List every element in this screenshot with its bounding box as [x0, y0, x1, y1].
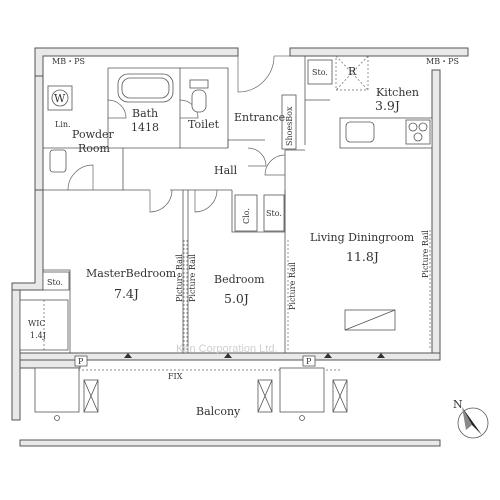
north-arrow: [457, 407, 489, 439]
closet-label: Clo.: [242, 208, 251, 224]
interior-walls: [43, 56, 330, 353]
shoes-box: [281, 94, 297, 150]
kitchen-storage-label: Sto.: [312, 68, 328, 77]
master-storage-label: Sto.: [47, 278, 63, 287]
picture-rail-label-3: Picture Rail: [288, 262, 297, 310]
p-label-left: P: [78, 357, 84, 366]
master-storage: [42, 271, 70, 291]
master-bedroom-label: MasterBedroom: [86, 267, 177, 280]
sink: [345, 121, 375, 143]
living-label: Living Diningroom: [310, 231, 415, 244]
shoes-box-label: ShoesBox: [285, 106, 294, 146]
bedroom-size-label: 5.0J: [224, 291, 249, 306]
picture-rail-label-2: Picture Rail: [188, 254, 197, 302]
hall-label: Hall: [214, 164, 238, 177]
outdoor-unit-right: [279, 367, 325, 413]
bedroom-label: Bedroom: [214, 273, 265, 286]
picture-rail-label-4: Picture Rail: [421, 230, 430, 278]
wic-label: WIC: [28, 319, 46, 328]
picture-rail-label-1: Picture Rail: [175, 254, 184, 302]
toilet-label: Toilet: [188, 118, 220, 131]
outdoor-unit-left: [34, 367, 80, 413]
bath-label: Bath: [132, 107, 158, 120]
hall-storage-label: Sto.: [266, 209, 282, 218]
mbps-left-label: MB・PS: [52, 57, 85, 66]
wic-size-label: 1.4J: [30, 331, 46, 340]
kitchen-size-label: 3.9J: [375, 98, 400, 113]
refrigerator-space: [335, 55, 369, 91]
kitchen-label: Kitchen: [376, 86, 419, 99]
toilet-fixture: [191, 89, 207, 113]
washer-label: W: [54, 92, 66, 105]
outer-walls: [11, 47, 469, 447]
balcony-elements: [34, 353, 385, 421]
hall-storage: [263, 194, 285, 232]
fixtures: [19, 55, 433, 351]
master-bedroom-size-label: 7.4J: [114, 286, 139, 301]
north-label: N: [453, 398, 463, 411]
powder-label: Powder: [72, 128, 115, 141]
fix-label: FIX: [168, 372, 183, 381]
kitchen-storage: [307, 59, 333, 85]
balcony-label: Balcony: [196, 405, 241, 418]
watermark: Ken Corporation Ltd.: [176, 343, 278, 355]
mbps-right-label: MB・PS: [426, 57, 459, 66]
entrance-label: Entrance: [234, 111, 285, 124]
stove: [405, 119, 431, 145]
refrigerator-label: R: [348, 65, 357, 78]
linen-label: Lin.: [55, 120, 71, 129]
powder-room-label: Room: [78, 142, 111, 155]
living-size-label: 11.8J: [346, 249, 379, 264]
p-label-right: P: [306, 357, 312, 366]
bath-size-label: 1418: [131, 121, 159, 134]
washbasin: [49, 149, 67, 173]
closet: [234, 194, 258, 232]
